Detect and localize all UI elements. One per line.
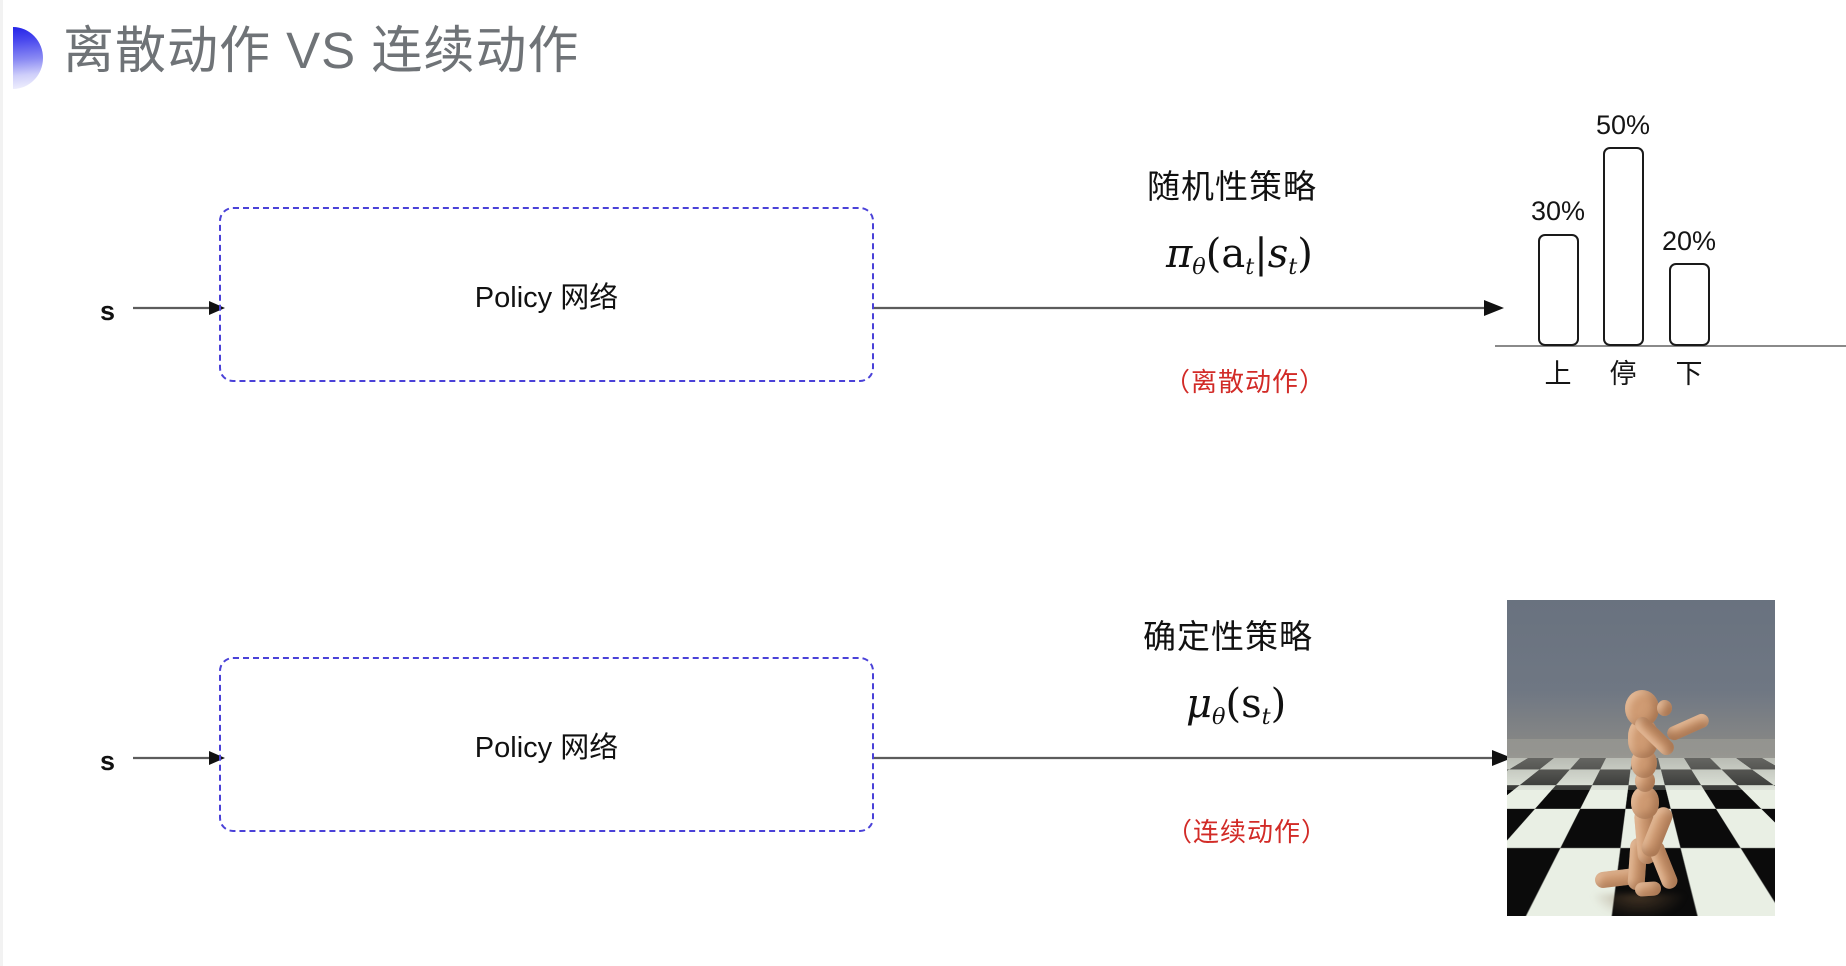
- deterministic-policy-label: 确定性策略: [1143, 618, 1313, 655]
- bar-value-stop: 50%: [1595, 110, 1651, 140]
- deterministic-policy-formula: μθ(st): [1186, 681, 1287, 731]
- formula-close-paren-2: ): [1270, 681, 1287, 727]
- title-decoration-icon: [13, 27, 43, 89]
- bar-value-down: 20%: [1661, 226, 1717, 256]
- chart-baseline: [1495, 345, 1846, 347]
- formula-open-paren-2: (s: [1225, 681, 1262, 727]
- policy-network-box-row2[interactable]: Policy 网络: [219, 657, 874, 832]
- bar-up: [1538, 234, 1579, 346]
- humanoid-simulation-image: [1507, 600, 1775, 916]
- state-input-label-row1: s: [100, 296, 116, 326]
- page-title: 离散动作 VS 连续动作: [63, 22, 580, 79]
- action-probability-bar-chart: 30% 上 50% 停 20% 下: [1473, 95, 1846, 405]
- state-input-label-row2: s: [100, 746, 116, 776]
- formula-t2: t: [1288, 254, 1298, 281]
- formula-theta-2: θ: [1212, 704, 1226, 731]
- bar-value-up: 30%: [1530, 196, 1586, 226]
- formula-open-paren: (a: [1205, 231, 1246, 277]
- input-arrow-row1: [133, 301, 225, 315]
- sim-floor-reflection: [1593, 894, 1685, 916]
- formula-theta: θ: [1192, 254, 1206, 281]
- bar-category-down: 下: [1675, 359, 1703, 389]
- humanoid-foot-front: [1634, 881, 1662, 897]
- formula-t3: t: [1261, 704, 1271, 731]
- bar-down: [1669, 263, 1710, 346]
- formula-mu: μ: [1186, 681, 1212, 727]
- stochastic-policy-formula: πθ(at|st): [1166, 231, 1313, 281]
- discrete-action-note: （离散动作）: [1164, 367, 1327, 397]
- formula-t1: t: [1245, 254, 1255, 281]
- input-arrow-row2: [133, 751, 225, 765]
- continuous-action-note: （连续动作）: [1166, 817, 1329, 847]
- bar-stop: [1603, 147, 1644, 346]
- policy-network-box-row1[interactable]: Policy 网络: [219, 207, 874, 382]
- policy-network-label-row1: Policy 网络: [474, 281, 619, 314]
- bar-category-stop: 停: [1609, 359, 1637, 389]
- humanoid-hand: [1657, 700, 1672, 716]
- bar-category-up: 上: [1544, 359, 1572, 389]
- output-arrow-row1: [874, 300, 1504, 316]
- formula-pi: π: [1166, 231, 1193, 277]
- formula-bar-s: |s: [1254, 231, 1289, 277]
- policy-network-label-row2: Policy 网络: [474, 731, 619, 764]
- stochastic-policy-label: 随机性策略: [1147, 168, 1317, 205]
- output-arrow-row2: [874, 750, 1512, 766]
- formula-close-paren: ): [1297, 231, 1313, 277]
